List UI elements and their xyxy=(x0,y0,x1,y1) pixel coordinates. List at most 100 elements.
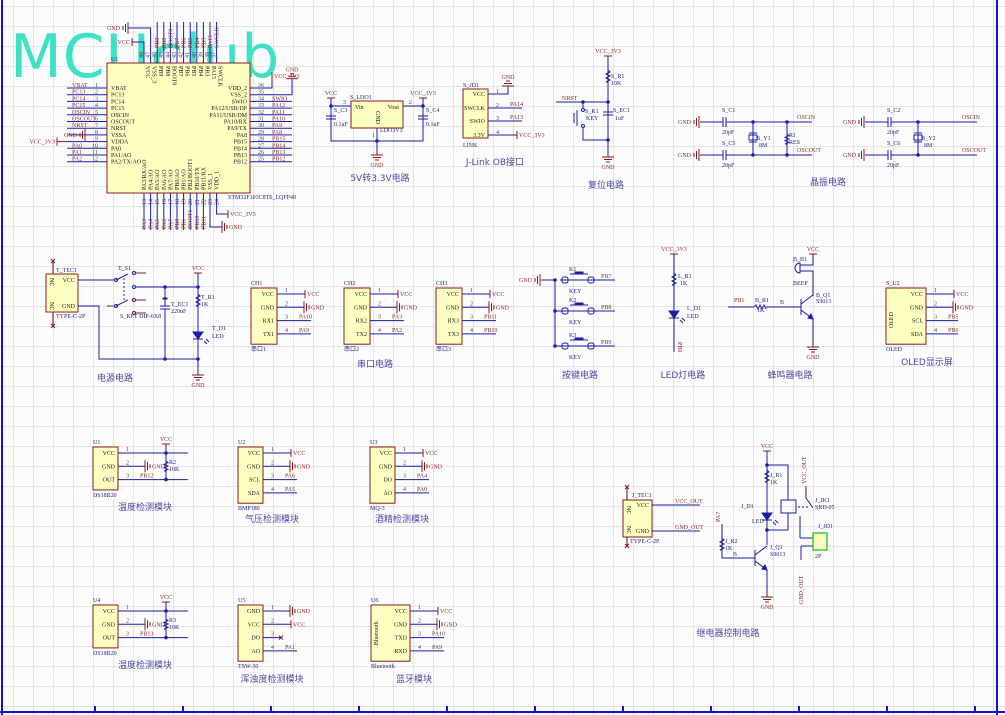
transistor-arrow-icon xyxy=(807,312,814,320)
sensor-module-body[interactable] xyxy=(92,446,119,491)
junction-dot xyxy=(606,100,610,104)
net-label: PA12 xyxy=(272,103,285,109)
pin-name: VSS_2 xyxy=(230,93,247,99)
net-label: NRST xyxy=(72,123,88,129)
module-ref: U5 xyxy=(238,598,245,604)
pin-name: RX3 xyxy=(448,319,459,325)
net-label: PB9 xyxy=(601,340,611,346)
label: LED xyxy=(752,519,764,525)
label: J_TEC1 xyxy=(632,493,652,499)
switch-contact-icon xyxy=(581,108,585,112)
label: 20pF xyxy=(887,130,900,136)
label: S_C5 xyxy=(722,141,735,147)
no-connect-icon xyxy=(624,543,630,549)
junction-dot xyxy=(329,104,333,108)
pin-name: PB13 xyxy=(234,153,247,159)
pin-number: 31 xyxy=(258,117,264,123)
pin-number: 1 xyxy=(126,447,129,453)
module-ref: CH3 xyxy=(436,281,447,287)
pin-number: 1 xyxy=(271,605,274,611)
pin-number: 2 xyxy=(418,618,421,624)
gnd-label: GND xyxy=(371,163,385,169)
sensor-module-body[interactable] xyxy=(370,604,411,662)
label: 1K xyxy=(725,546,733,552)
power-label: VCC xyxy=(440,609,452,615)
uart-connector-body[interactable] xyxy=(250,287,278,345)
label: 20pF xyxy=(887,163,900,169)
gnd-label: GND xyxy=(843,153,857,159)
pin-name: PB4 xyxy=(197,66,203,76)
pin-name: PA7/AO xyxy=(168,169,174,190)
pin-name: PB15 xyxy=(234,140,247,146)
key-icon xyxy=(587,342,595,350)
usb-typec-connector-body[interactable] xyxy=(45,273,79,313)
wire xyxy=(767,464,789,500)
junction-dot xyxy=(164,635,168,640)
pin-name: GND xyxy=(354,305,368,311)
net-label: PA9 xyxy=(432,645,442,651)
sensor-section-title: 气压检测模块 xyxy=(245,513,299,525)
net-label: NRST xyxy=(562,96,578,102)
pin-name: PA8 xyxy=(237,133,247,139)
net-label: PB6 xyxy=(182,38,188,48)
net-label: OSCIN xyxy=(797,115,816,121)
power-label: VCC_3V3 xyxy=(29,140,55,146)
terminal-block-2p[interactable] xyxy=(812,532,828,551)
oled-module-body[interactable] xyxy=(885,287,927,345)
net-label: PA2 xyxy=(392,328,402,334)
pin-name: VCC xyxy=(262,292,274,298)
module-part-label: DS18B20 xyxy=(93,651,117,657)
uart-connector-body[interactable] xyxy=(435,287,463,345)
jlink-connector-body[interactable] xyxy=(462,88,489,139)
pin-number: 3 xyxy=(470,315,473,321)
pin-name: AO xyxy=(383,491,392,497)
power-label: VCC xyxy=(293,622,305,628)
key-icon xyxy=(561,307,569,315)
label: 1uF xyxy=(615,116,625,122)
label: 8M xyxy=(924,143,933,149)
label: S_LDO1 xyxy=(350,95,372,101)
uart-connector-body[interactable] xyxy=(343,287,371,345)
junction-dot xyxy=(553,344,557,348)
net-label: PB11 xyxy=(484,315,497,321)
label: S9013 xyxy=(816,299,831,305)
switch-contact-icon xyxy=(132,311,136,315)
junction-dot xyxy=(606,138,610,142)
sensor-module-body[interactable] xyxy=(237,604,264,662)
pin-number: 15 xyxy=(155,199,161,205)
mcu-body[interactable] xyxy=(106,62,251,194)
gnd-label: GND xyxy=(297,609,311,615)
led-icon xyxy=(668,310,680,319)
net-label: PA10 xyxy=(272,117,285,123)
label: S9013 xyxy=(770,552,785,558)
pin-number: 37 xyxy=(212,52,218,58)
pin-name: PC15 xyxy=(111,106,124,112)
net-label: PA6 xyxy=(162,219,168,229)
sensor-module-body[interactable] xyxy=(369,446,396,504)
pin-name: VBAT xyxy=(111,86,127,92)
sensor-module-body[interactable] xyxy=(92,604,119,649)
gnd-label: GND xyxy=(297,464,311,470)
net-label: PB12 xyxy=(140,474,153,480)
pin-number: 4 xyxy=(285,328,288,334)
pin-number: 2 xyxy=(934,301,937,307)
pin-number: 3 xyxy=(95,96,98,102)
net-label: PA6 xyxy=(285,474,295,480)
pin-number: 22 xyxy=(201,199,207,205)
pin-name: PA4/AO xyxy=(149,169,155,190)
pin-name: GND xyxy=(102,622,116,628)
sensor-module-body[interactable] xyxy=(237,446,264,504)
pin-name: GND xyxy=(636,529,650,535)
pin-number: 18 xyxy=(175,199,181,205)
net-label: PA15 xyxy=(208,35,214,48)
power-label: VCC xyxy=(400,292,412,298)
gnd-label: GND xyxy=(843,120,857,126)
pin-name: PB14 xyxy=(234,146,247,152)
pin-name: PA5/AO xyxy=(155,169,161,190)
net-label: PA9 xyxy=(272,123,282,129)
label: 1K xyxy=(770,480,778,486)
pin-name: VSS_1 xyxy=(208,173,214,190)
label: 220uF xyxy=(171,309,187,315)
relay-usb-connector-body[interactable] xyxy=(622,499,653,538)
